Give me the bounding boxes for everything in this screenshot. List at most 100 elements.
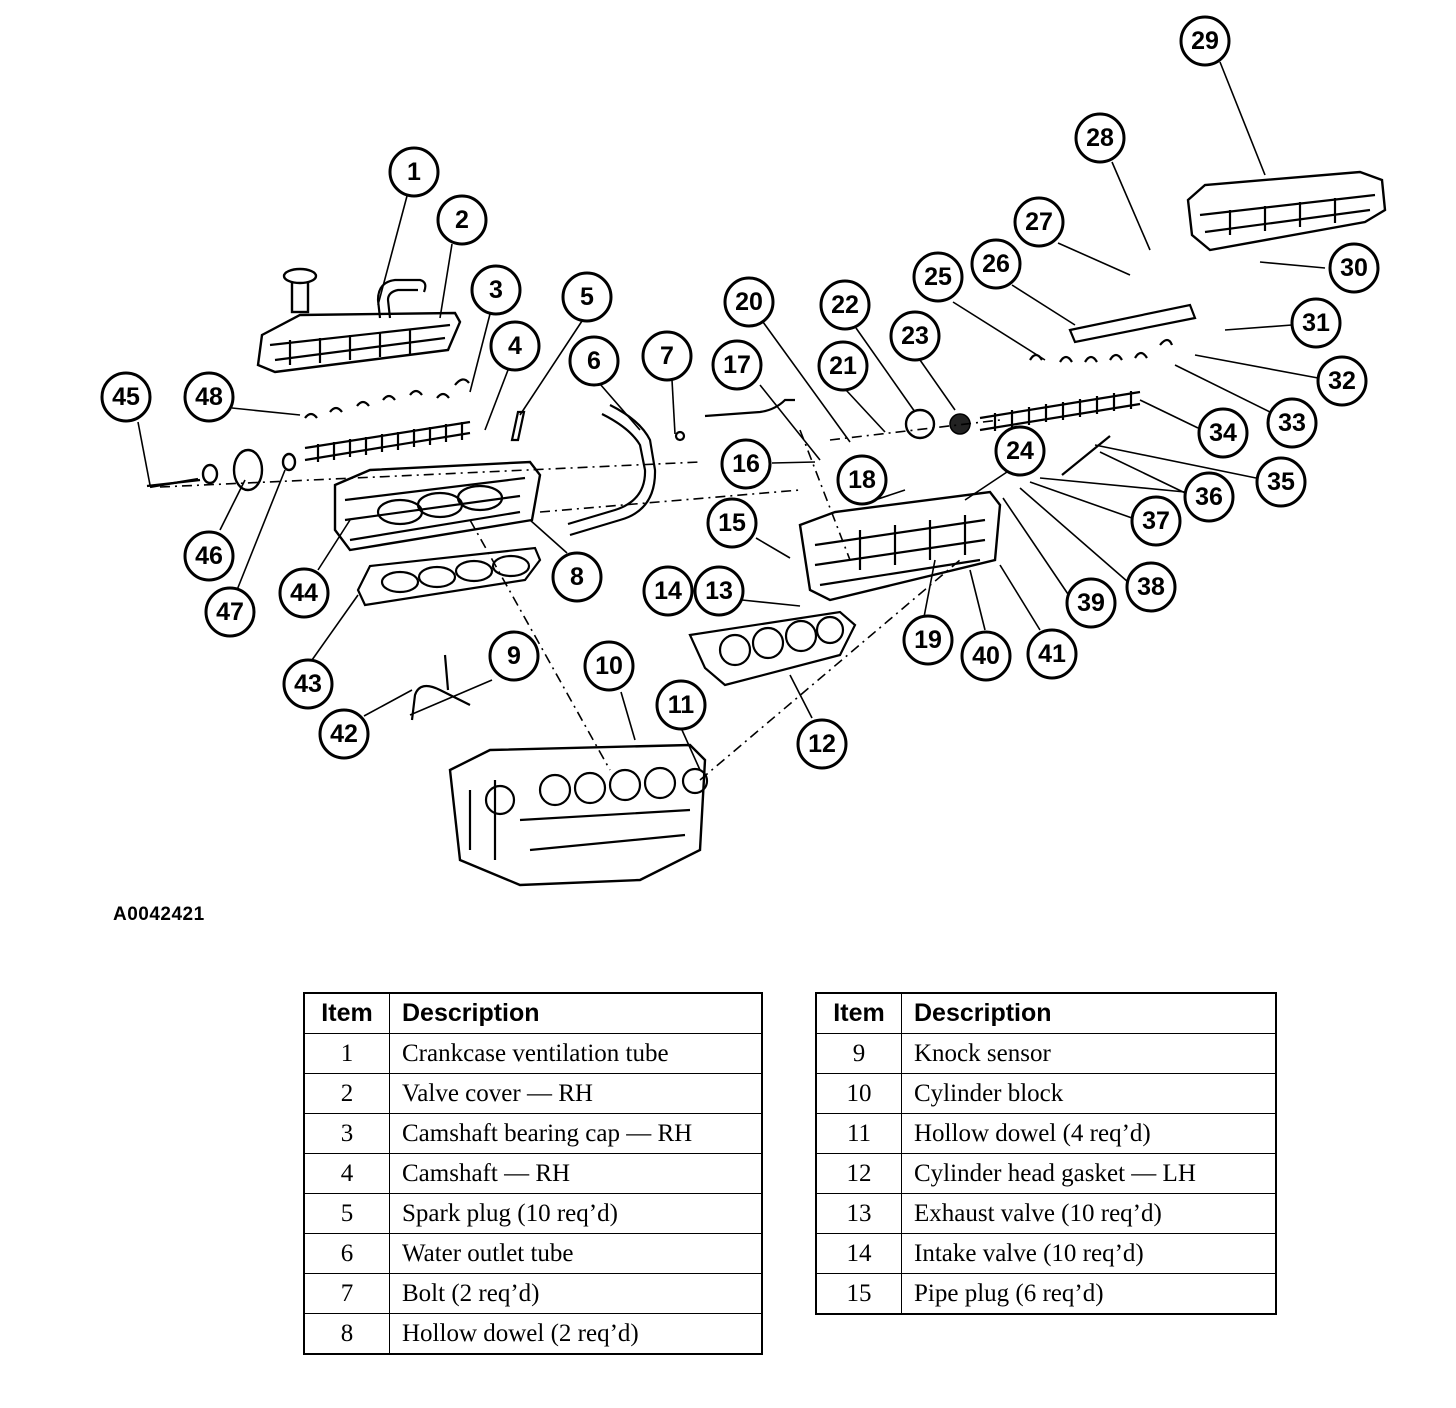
item-description: Camshaft bearing cap — RH (389, 1113, 763, 1154)
camshaft-lh-shape (979, 390, 1141, 432)
callout-27: 27 (1013, 196, 1065, 248)
svg-text:22: 22 (831, 291, 859, 319)
exploded-engine-diagram: 1 2 3 4 5 6 7 8 9 10 11 12 13 14 15 16 1… (100, 15, 1387, 887)
callout-36: 36 (1183, 471, 1235, 523)
callout-33: 33 (1266, 397, 1318, 449)
svg-text:34: 34 (1209, 419, 1237, 447)
callout-42: 42 (318, 708, 370, 760)
valve-cover-lh-shape (1186, 170, 1387, 252)
callout-45: 45 (100, 371, 152, 423)
callout-2: 2 (436, 194, 488, 246)
callout-26: 26 (970, 238, 1022, 290)
description-header: Description (901, 992, 1277, 1034)
item-number: 11 (815, 1113, 902, 1154)
item-number: 12 (815, 1153, 902, 1194)
item-number: 7 (303, 1273, 390, 1314)
svg-text:21: 21 (829, 352, 857, 380)
svg-text:35: 35 (1267, 468, 1295, 496)
svg-text:40: 40 (972, 642, 1000, 670)
item-header: Item (815, 992, 902, 1034)
callout-22: 22 (819, 279, 871, 331)
svg-text:33: 33 (1278, 409, 1306, 437)
svg-text:18: 18 (848, 466, 876, 494)
callout-18: 18 (836, 454, 888, 506)
callout-29: 29 (1179, 15, 1231, 67)
svg-text:31: 31 (1302, 309, 1330, 337)
item-number: 4 (303, 1153, 390, 1194)
svg-text:9: 9 (507, 642, 521, 670)
callout-46: 46 (183, 530, 235, 582)
callout-44: 44 (278, 567, 330, 619)
callout-8: 8 (551, 551, 603, 603)
callout-21: 21 (817, 340, 869, 392)
svg-text:15: 15 (718, 509, 746, 537)
svg-text:11: 11 (668, 691, 695, 719)
svg-text:6: 6 (587, 347, 601, 375)
svg-text:42: 42 (330, 720, 358, 748)
item-number: 2 (303, 1073, 390, 1114)
callout-25: 25 (912, 251, 964, 303)
svg-text:30: 30 (1340, 254, 1368, 282)
callouts: 1 2 3 4 5 6 7 8 9 10 11 12 13 14 15 16 1… (100, 15, 1380, 770)
callout-48: 48 (183, 371, 235, 423)
callout-24: 24 (994, 425, 1046, 477)
item-number: 3 (303, 1113, 390, 1154)
camshaft-sensor-shape (704, 398, 795, 418)
svg-text:3: 3 (489, 276, 503, 304)
bolt-7-shape (674, 430, 686, 442)
svg-text:5: 5 (580, 283, 594, 311)
camshaft-cap-26-shape (1068, 303, 1197, 344)
callout-1: 1 (388, 146, 440, 198)
callout-39: 39 (1065, 577, 1117, 629)
item-number: 1 (303, 1033, 390, 1074)
callout-41: 41 (1026, 628, 1078, 680)
svg-text:39: 39 (1077, 589, 1105, 617)
item-description: Valve cover — RH (389, 1073, 763, 1114)
description-header: Description (389, 992, 763, 1034)
svg-text:10: 10 (595, 652, 623, 680)
svg-text:48: 48 (195, 383, 223, 411)
callout-10: 10 (583, 640, 635, 692)
leader-lines (137, 61, 1326, 771)
svg-text:41: 41 (1038, 640, 1066, 668)
svg-text:12: 12 (808, 730, 836, 758)
item-number: 13 (815, 1193, 902, 1234)
bolt-35-shape (1061, 435, 1111, 476)
item-description: Bolt (2 req’d) (389, 1273, 763, 1314)
cylinder-block-shape (448, 743, 709, 887)
alignment-lines (159, 419, 1001, 781)
svg-text:37: 37 (1142, 507, 1170, 535)
svg-text:36: 36 (1195, 483, 1223, 511)
svg-text:19: 19 (914, 626, 942, 654)
engine-parts-artwork (146, 170, 1387, 887)
svg-text:32: 32 (1328, 367, 1356, 395)
svg-text:17: 17 (723, 351, 751, 379)
item-number: 5 (303, 1193, 390, 1234)
svg-text:29: 29 (1191, 27, 1219, 55)
item-description: Cylinder head gasket — LH (901, 1153, 1277, 1194)
sprocket-22-shape (904, 408, 936, 440)
item-number: 6 (303, 1233, 390, 1274)
callout-37: 37 (1130, 495, 1182, 547)
figure-id: A0042421 (113, 904, 205, 925)
callout-13: 13 (693, 565, 745, 617)
svg-text:1: 1 (407, 158, 421, 186)
callout-6: 6 (568, 335, 620, 387)
item-description: Cylinder block (901, 1073, 1277, 1114)
item-number: 9 (815, 1033, 902, 1074)
callout-38: 38 (1125, 561, 1177, 613)
item-header: Item (303, 992, 390, 1034)
svg-text:38: 38 (1137, 573, 1165, 601)
cylinder-head-rh-shape (333, 460, 542, 552)
svg-text:45: 45 (112, 383, 140, 411)
